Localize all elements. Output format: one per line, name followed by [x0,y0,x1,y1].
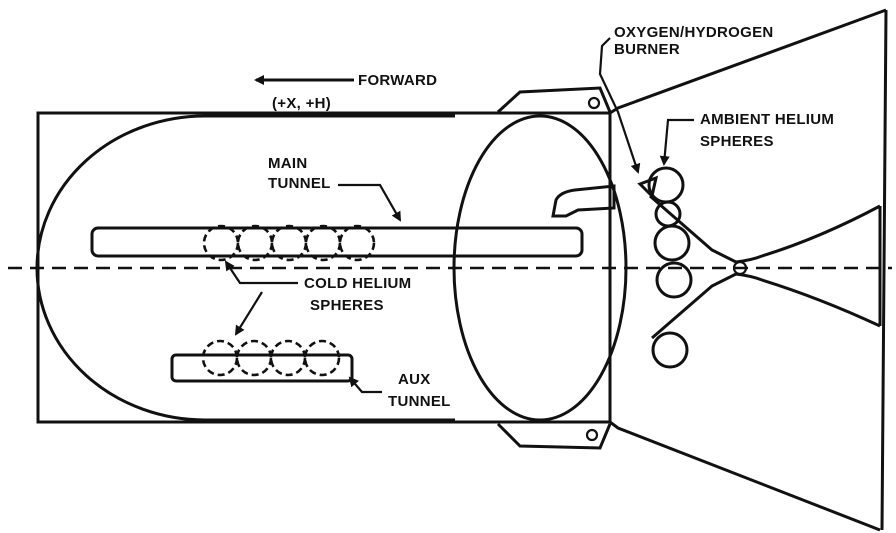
lower-attach-fitting [496,422,612,450]
main-tunnel-label: TUNNEL [268,175,331,192]
axis-label: (+X, +H) [272,95,331,112]
hydrogen-tank-outline [35,114,455,422]
cold-helium-label: COLD HELIUM [304,275,411,292]
ambient-helium-leader [659,118,694,166]
ambient-helium-label: AMBIENT HELIUM [700,111,834,128]
feed-duct [551,184,616,218]
cold-helium-sphere [270,224,308,262]
cold-helium-spheres-aux [201,339,341,377]
burner-leader [598,37,641,174]
oxygen-tank-outline [452,114,628,422]
cold-helium-sphere [303,339,341,377]
main-tunnel-label: MAIN [268,155,308,172]
aux-tunnel [170,353,354,383]
aux-tunnel-leader [348,376,382,394]
cold-helium-sphere [236,224,274,262]
upper-fitting-hole [587,96,601,110]
cold-helium-leader-upper [224,260,298,285]
cold-helium-leader-lower [234,291,263,336]
oxygen-hydrogen-burner [637,175,659,199]
aux-tunnel-label: AUX [398,371,431,388]
cold-helium-sphere [269,339,307,377]
cold-helium-sphere [202,224,240,262]
ambient-helium-sphere [651,331,689,369]
cold-helium-sphere [304,224,342,262]
cold-helium-sphere [338,224,376,262]
main-tunnel-leader [338,183,401,222]
cold-helium-sphere [201,339,239,377]
burner-label: BURNER [614,41,680,58]
ambient-helium-sphere [653,224,691,262]
ambient-helium-label: SPHERES [700,133,774,150]
thrust-structure [649,194,737,340]
upper-attach-fitting [496,86,612,114]
engine-throat [732,260,748,276]
cold-helium-sphere [235,339,273,377]
ambient-helium-sphere [655,261,693,299]
burner-label: OXYGEN/HYDROGEN [614,24,774,41]
lower-fitting-hole [585,428,599,442]
engine-nozzle [735,204,882,328]
main-tunnel [90,226,584,258]
cold-helium-label: SPHERES [310,297,384,314]
ambient-helium-spheres [647,166,693,369]
cold-helium-spheres-main [202,224,376,262]
aft-skirt [609,8,888,532]
forward-label: FORWARD [358,72,437,89]
aux-tunnel-label: TUNNEL [388,393,451,410]
